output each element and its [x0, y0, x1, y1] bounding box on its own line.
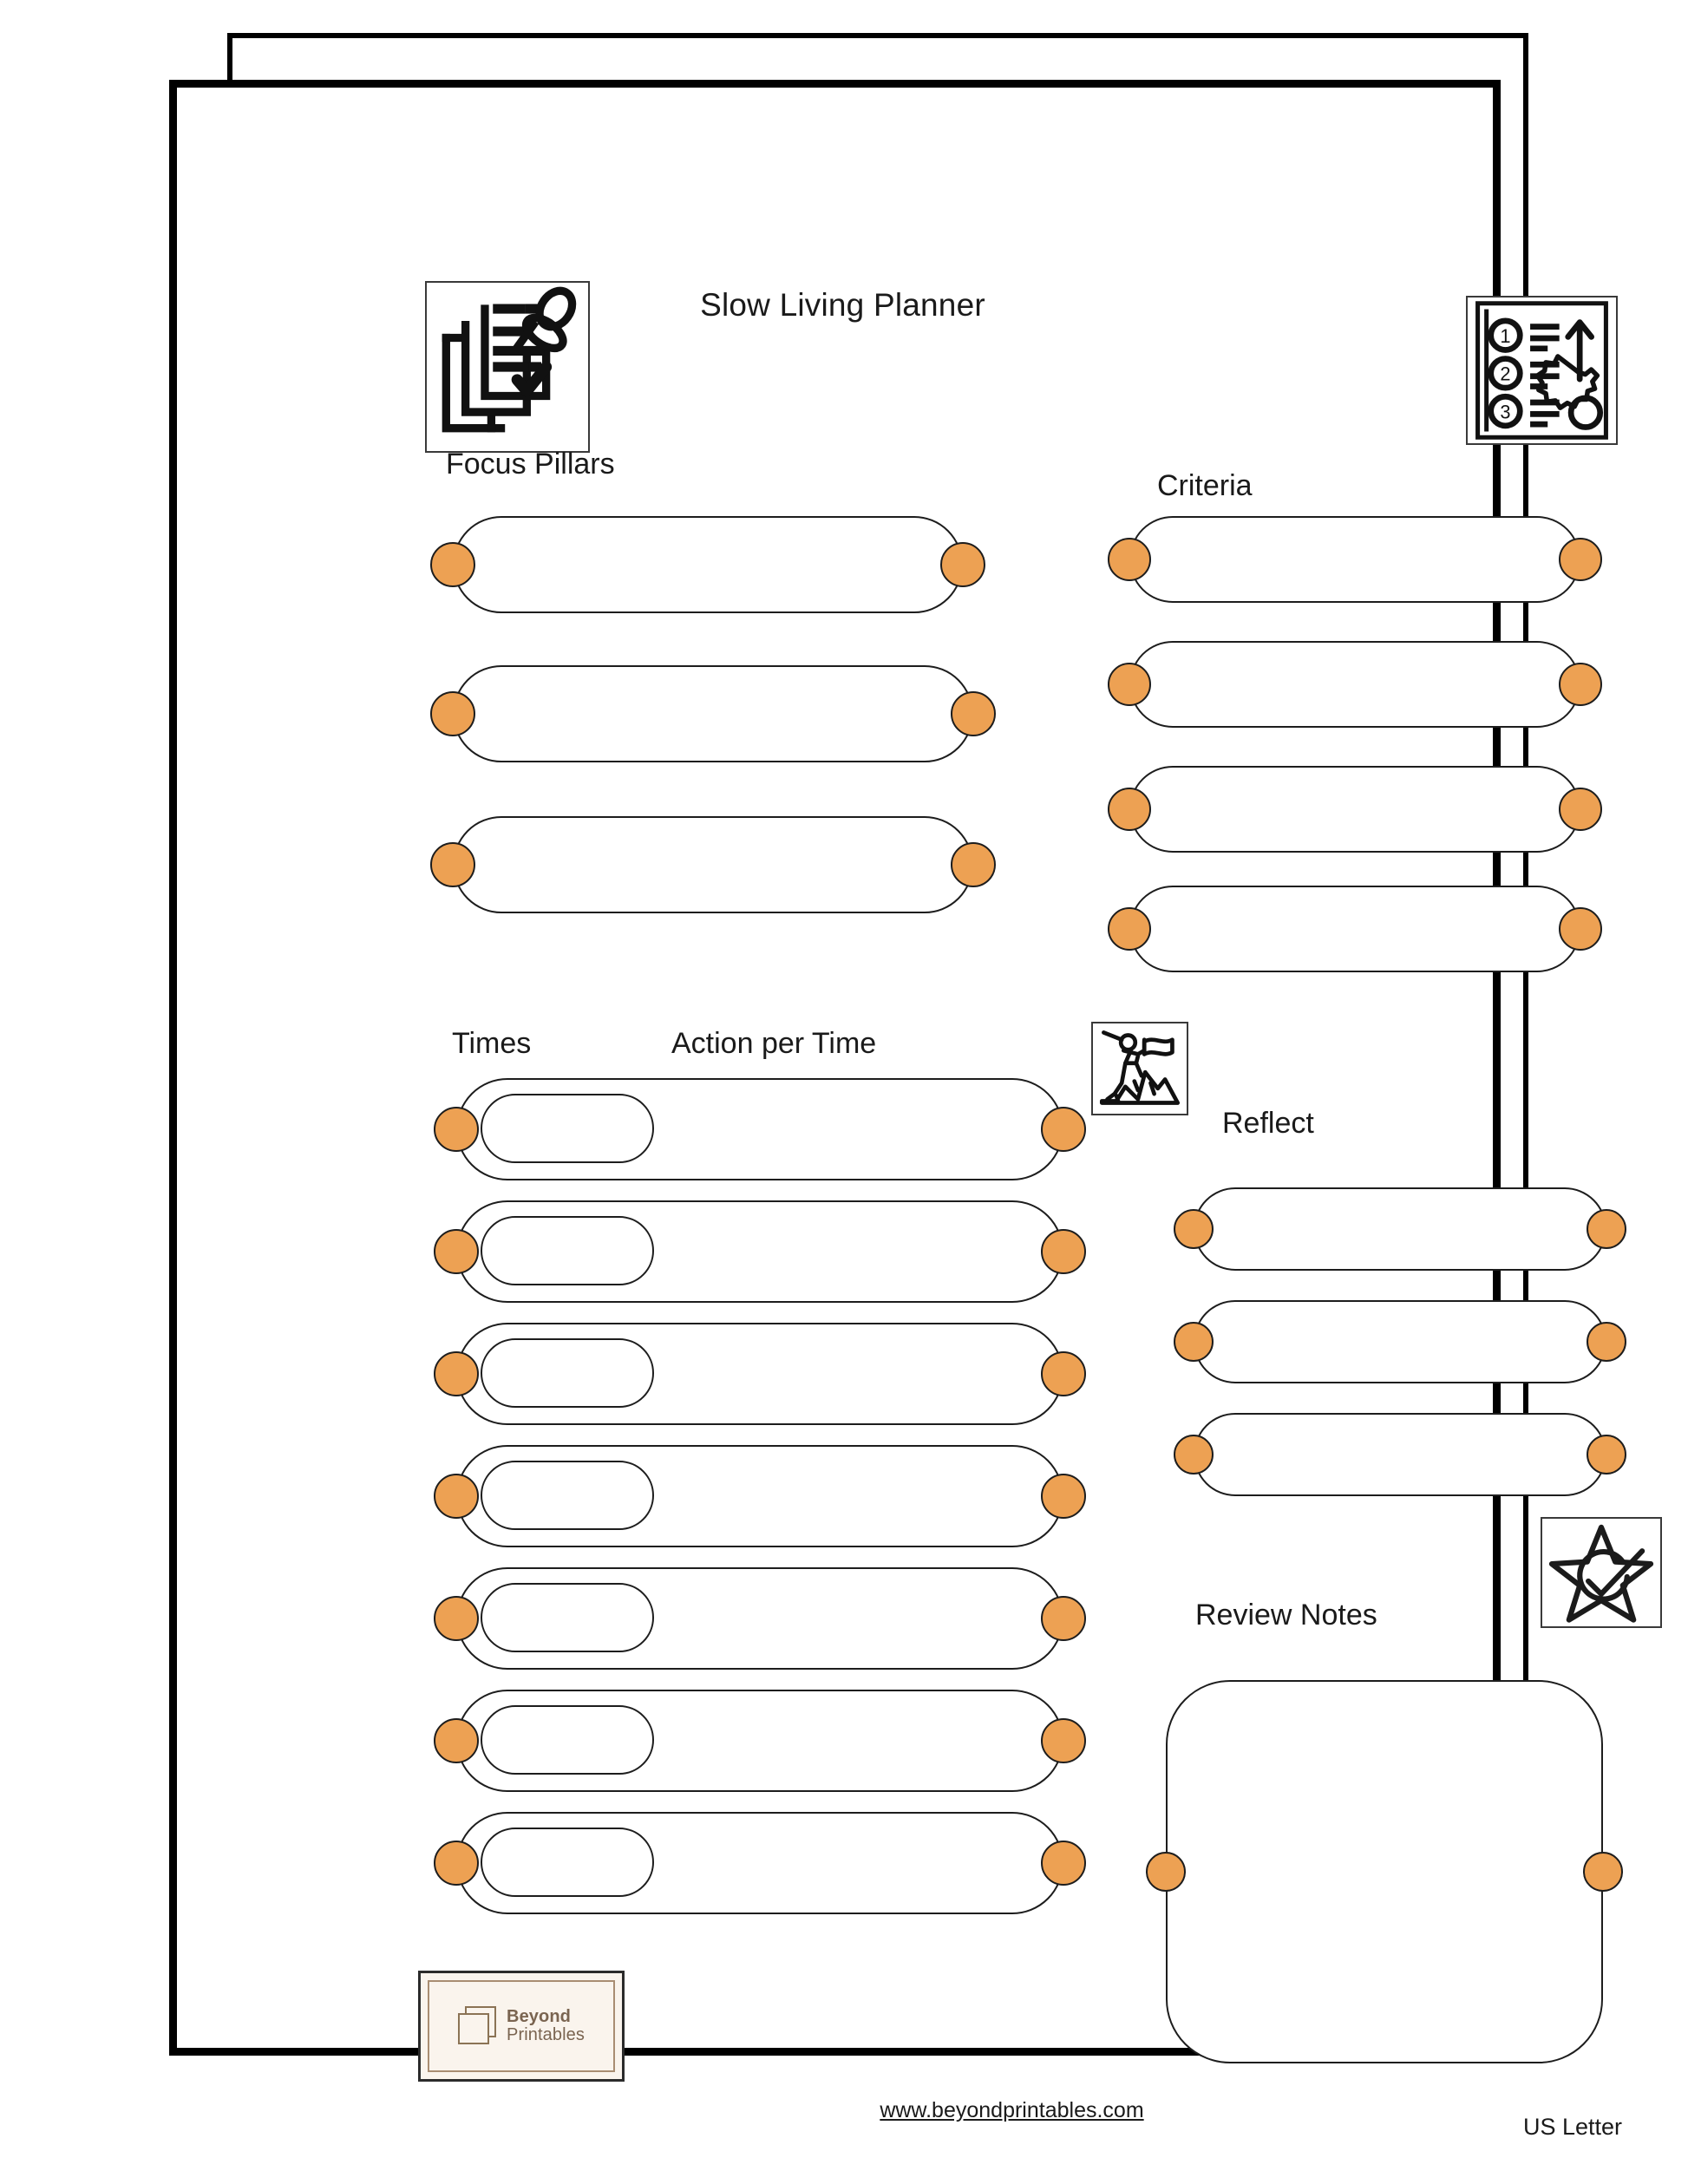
- criteria-knob-left-1[interactable]: [1108, 538, 1151, 581]
- criteria-knob-right-1[interactable]: [1559, 538, 1602, 581]
- criteria-knob-right-2[interactable]: [1559, 663, 1602, 706]
- action-per-time-knob-left-4[interactable]: [434, 1474, 479, 1519]
- brand-logo: Beyond Printables: [418, 1971, 625, 2082]
- focus-pillar-knob-left-1[interactable]: [430, 542, 475, 587]
- time-slot-field-7[interactable]: [481, 1828, 654, 1897]
- brand-line-2: Printables: [507, 2025, 585, 2044]
- action-per-time-knob-right-6[interactable]: [1041, 1718, 1086, 1763]
- stacked-pages-icon: [458, 2006, 498, 2046]
- reflect-knob-right-1[interactable]: [1587, 1209, 1626, 1249]
- time-slot-field-5[interactable]: [481, 1583, 654, 1652]
- review-notes-knob-right[interactable]: [1583, 1852, 1623, 1892]
- criteria-field-3[interactable]: [1129, 766, 1580, 853]
- action-per-time-knob-left-3[interactable]: [434, 1351, 479, 1396]
- action-per-time-heading: Action per Time: [671, 1027, 877, 1060]
- reflect-field-2[interactable]: [1194, 1300, 1606, 1383]
- focus-pillar-field-2[interactable]: [453, 665, 973, 762]
- reflect-knob-right-3[interactable]: [1587, 1435, 1626, 1475]
- action-per-time-knob-right-3[interactable]: [1041, 1351, 1086, 1396]
- brand-logo-inner: Beyond Printables: [428, 1980, 615, 2072]
- criteria-knob-left-4[interactable]: [1108, 907, 1151, 951]
- criteria-field-2[interactable]: [1129, 641, 1580, 728]
- focus-pillar-knob-left-3[interactable]: [430, 842, 475, 887]
- focus-pillars-heading: Focus Pillars: [446, 448, 615, 481]
- time-slot-field-3[interactable]: [481, 1338, 654, 1408]
- time-slot-field-6[interactable]: [481, 1705, 654, 1775]
- reflect-knob-right-2[interactable]: [1587, 1322, 1626, 1362]
- action-per-time-knob-right-2[interactable]: [1041, 1229, 1086, 1274]
- action-per-time-knob-right-4[interactable]: [1041, 1474, 1086, 1519]
- time-slot-field-2[interactable]: [481, 1216, 654, 1285]
- brand-line-1: Beyond: [507, 2007, 571, 2027]
- documents-checklist-pin-icon: [425, 281, 590, 453]
- reflect-heading: Reflect: [1222, 1107, 1314, 1140]
- focus-pillar-knob-right-1[interactable]: [940, 542, 985, 587]
- footer-website-url[interactable]: www.beyondprintables.com: [880, 2098, 1144, 2122]
- page-frame-front: Slow Living Planner: [169, 80, 1662, 2122]
- action-per-time-knob-left-1[interactable]: [434, 1107, 479, 1152]
- review-notes-knob-left[interactable]: [1146, 1852, 1186, 1892]
- criteria-knob-right-4[interactable]: [1559, 907, 1602, 951]
- review-notes-field[interactable]: [1166, 1680, 1603, 2063]
- action-per-time-knob-left-6[interactable]: [434, 1718, 479, 1763]
- times-heading: Times: [452, 1027, 532, 1060]
- reflect-field-3[interactable]: [1194, 1413, 1606, 1496]
- paper-size-label: US Letter: [1523, 2114, 1623, 2140]
- criteria-knob-right-3[interactable]: [1559, 788, 1602, 831]
- reflect-knob-left-3[interactable]: [1174, 1435, 1214, 1475]
- criteria-field-1[interactable]: [1129, 516, 1580, 603]
- time-slot-field-4[interactable]: [481, 1461, 654, 1530]
- svg-text:2: 2: [1500, 363, 1510, 385]
- page-title: Slow Living Planner: [700, 287, 985, 323]
- time-slot-field-1[interactable]: [481, 1094, 654, 1163]
- action-per-time-knob-right-7[interactable]: [1041, 1841, 1086, 1886]
- criteria-knob-left-3[interactable]: [1108, 788, 1151, 831]
- climber-summit-flag-icon: [1091, 1022, 1188, 1115]
- star-check-icon: [1541, 1517, 1662, 1628]
- svg-text:1: 1: [1500, 325, 1510, 347]
- reflect-knob-left-1[interactable]: [1174, 1209, 1214, 1249]
- reflect-knob-left-2[interactable]: [1174, 1322, 1214, 1362]
- focus-pillar-knob-left-2[interactable]: [430, 691, 475, 736]
- criteria-field-4[interactable]: [1129, 886, 1580, 972]
- action-per-time-knob-left-5[interactable]: [434, 1596, 479, 1641]
- criteria-knob-left-2[interactable]: [1108, 663, 1151, 706]
- numbered-list-arrow-gear-icon: 1 2 3: [1466, 296, 1618, 445]
- focus-pillar-knob-right-3[interactable]: [951, 842, 996, 887]
- action-per-time-knob-right-5[interactable]: [1041, 1596, 1086, 1641]
- brand-logo-text: Beyond Printables: [507, 2008, 585, 2043]
- review-notes-heading: Review Notes: [1195, 1599, 1377, 1631]
- svg-text:3: 3: [1500, 401, 1510, 422]
- criteria-heading: Criteria: [1157, 469, 1253, 502]
- focus-pillar-knob-right-2[interactable]: [951, 691, 996, 736]
- focus-pillar-field-1[interactable]: [453, 516, 963, 613]
- action-per-time-knob-left-2[interactable]: [434, 1229, 479, 1274]
- action-per-time-knob-left-7[interactable]: [434, 1841, 479, 1886]
- action-per-time-knob-right-1[interactable]: [1041, 1107, 1086, 1152]
- focus-pillar-field-3[interactable]: [453, 816, 973, 913]
- reflect-field-1[interactable]: [1194, 1187, 1606, 1271]
